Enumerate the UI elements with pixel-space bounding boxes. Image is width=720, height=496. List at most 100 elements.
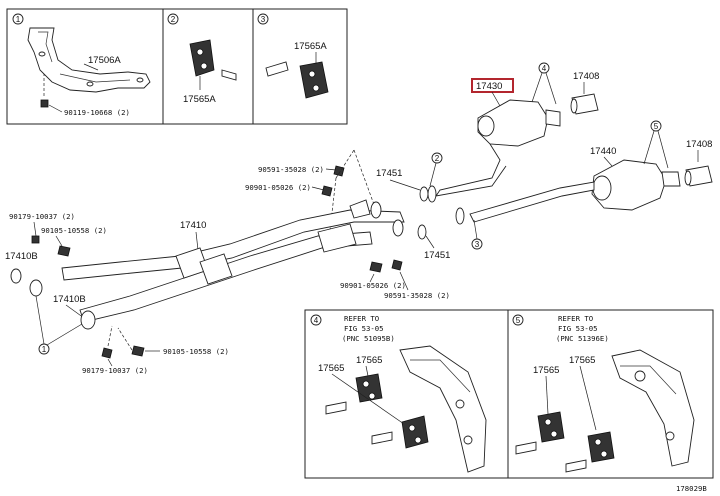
bracket-hole — [86, 81, 94, 87]
part-label-17565-a: 17565 — [356, 355, 382, 366]
part-label-17565-b: 17565 — [318, 363, 344, 374]
leader-line — [369, 273, 375, 283]
inset-1-frame — [6, 8, 164, 125]
callout-circle — [538, 62, 550, 74]
mount-hole — [544, 418, 552, 426]
nut-90179[interactable] — [31, 235, 40, 244]
mount-hole — [312, 84, 320, 92]
callout-circle — [431, 152, 443, 164]
bracket-17506a[interactable] — [27, 27, 151, 93]
rubber-mount-17565-a[interactable] — [355, 373, 383, 403]
mount-hole — [408, 424, 416, 432]
leader-line — [545, 375, 549, 415]
part-label-90119: 90119-10668 (2) — [64, 108, 130, 117]
callout-circle — [512, 314, 524, 326]
gasket-17451-a[interactable] — [419, 186, 429, 202]
muffler-17440[interactable] — [591, 159, 667, 211]
figure-code: 178029B — [676, 484, 707, 493]
rubber-mount-17565-b[interactable] — [587, 431, 615, 463]
callout-number: 4 — [542, 64, 547, 73]
leader-line — [365, 365, 369, 377]
spring-bolt[interactable] — [333, 165, 345, 177]
mount-hole — [308, 70, 316, 78]
callout-circle — [167, 13, 179, 25]
bracket-edge — [410, 359, 471, 393]
catalytic-converter[interactable] — [199, 253, 233, 285]
leader-line — [46, 323, 83, 346]
center-resonator[interactable] — [317, 223, 357, 253]
bolt-axis — [329, 149, 377, 231]
bolt-axis — [107, 325, 113, 347]
part-label-17410b-a: 17410B — [5, 251, 38, 262]
inset-5: 5 REFER TO FIG 53-05 (PNC 51396E) 17565 … — [507, 309, 714, 479]
inset-4: 4 REFER TO FIG 53-05 (PNC 51095B) 17565 … — [304, 309, 509, 479]
bolt-90105[interactable] — [57, 245, 71, 257]
tip-opening — [570, 98, 578, 114]
hanger-pin — [265, 61, 289, 77]
flange-left — [29, 279, 43, 297]
leader-line — [389, 179, 421, 191]
main-assembly: 17430 4 17408 17440 5 17408 — [5, 62, 713, 375]
callout-circle — [257, 13, 269, 25]
gasket-17451-b[interactable] — [417, 224, 427, 240]
callout-number: 4 — [314, 316, 319, 325]
refer-line-1: REFER TO — [344, 314, 379, 323]
part-label-17410: 17410 — [180, 220, 206, 231]
part-label-90591-bot: 90591-35028 (2) — [384, 291, 450, 300]
bracket-edge — [38, 31, 53, 63]
part-label-17410b-b: 17410B — [53, 294, 86, 305]
part-label-17440: 17440 — [590, 146, 616, 157]
part-label-17451-b: 17451 — [424, 250, 450, 261]
body-bracket — [399, 345, 487, 473]
refer-line-3: (PNC 51396E) — [556, 334, 609, 343]
muffler-17430[interactable] — [477, 99, 549, 147]
bracket-hole — [136, 77, 144, 83]
rubber-mount-17565-b[interactable] — [401, 415, 429, 449]
leader-line — [35, 295, 45, 345]
leader-line — [429, 162, 437, 187]
intermediate-pipe-lower — [469, 181, 595, 223]
leader-line — [55, 235, 63, 247]
leader-line — [107, 358, 113, 367]
part-label-17408-a: 17408 — [573, 71, 599, 82]
bolt-90119[interactable] — [40, 99, 49, 108]
flange — [392, 219, 404, 237]
gasket-17410b-a[interactable] — [10, 268, 22, 284]
part-label-17408-b: 17408 — [686, 139, 712, 150]
rubber-mount-17565a[interactable] — [189, 39, 215, 77]
mount-hole — [368, 392, 376, 400]
part-label-17565-b: 17565 — [533, 365, 559, 376]
tip-opening — [684, 170, 692, 186]
bolt-90901-bot[interactable] — [369, 261, 383, 273]
inset-3: 3 17565A — [252, 8, 348, 125]
flange — [455, 207, 465, 225]
rubber-mount-17565-a[interactable] — [537, 411, 565, 443]
rubber-mount-17565a[interactable] — [299, 61, 329, 99]
mount-hole — [200, 62, 208, 70]
part-label-90105-bot: 90105-10558 (2) — [163, 347, 229, 356]
gasket-17410b-b[interactable] — [80, 310, 96, 330]
callout-number: 2 — [171, 15, 176, 24]
part-label-17430: 17430 — [476, 81, 502, 92]
inset-5-frame — [507, 309, 714, 479]
leader-line — [33, 221, 37, 237]
nut-90179-bot[interactable] — [101, 347, 113, 359]
callout-number: 3 — [475, 240, 480, 249]
bracket-hole — [634, 370, 646, 382]
mount-hole — [196, 48, 204, 56]
callout-number: 3 — [261, 15, 266, 24]
body-bracket — [611, 349, 695, 467]
leader-line — [325, 168, 337, 171]
mount-hole — [600, 450, 608, 458]
spring-90591-bot[interactable] — [391, 259, 403, 271]
hanger-pin — [515, 441, 537, 455]
spring[interactable] — [321, 185, 333, 197]
part-label-90591-top: 90591-35028 (2) — [258, 165, 324, 174]
bolt-90105-bot[interactable] — [131, 345, 145, 357]
leader-line — [83, 63, 99, 71]
refer-line-2: FIG 53-05 — [344, 324, 384, 333]
hanger-pin — [325, 401, 347, 415]
part-label-17506a: 17506A — [88, 55, 121, 66]
callout-number: 1 — [42, 345, 47, 354]
